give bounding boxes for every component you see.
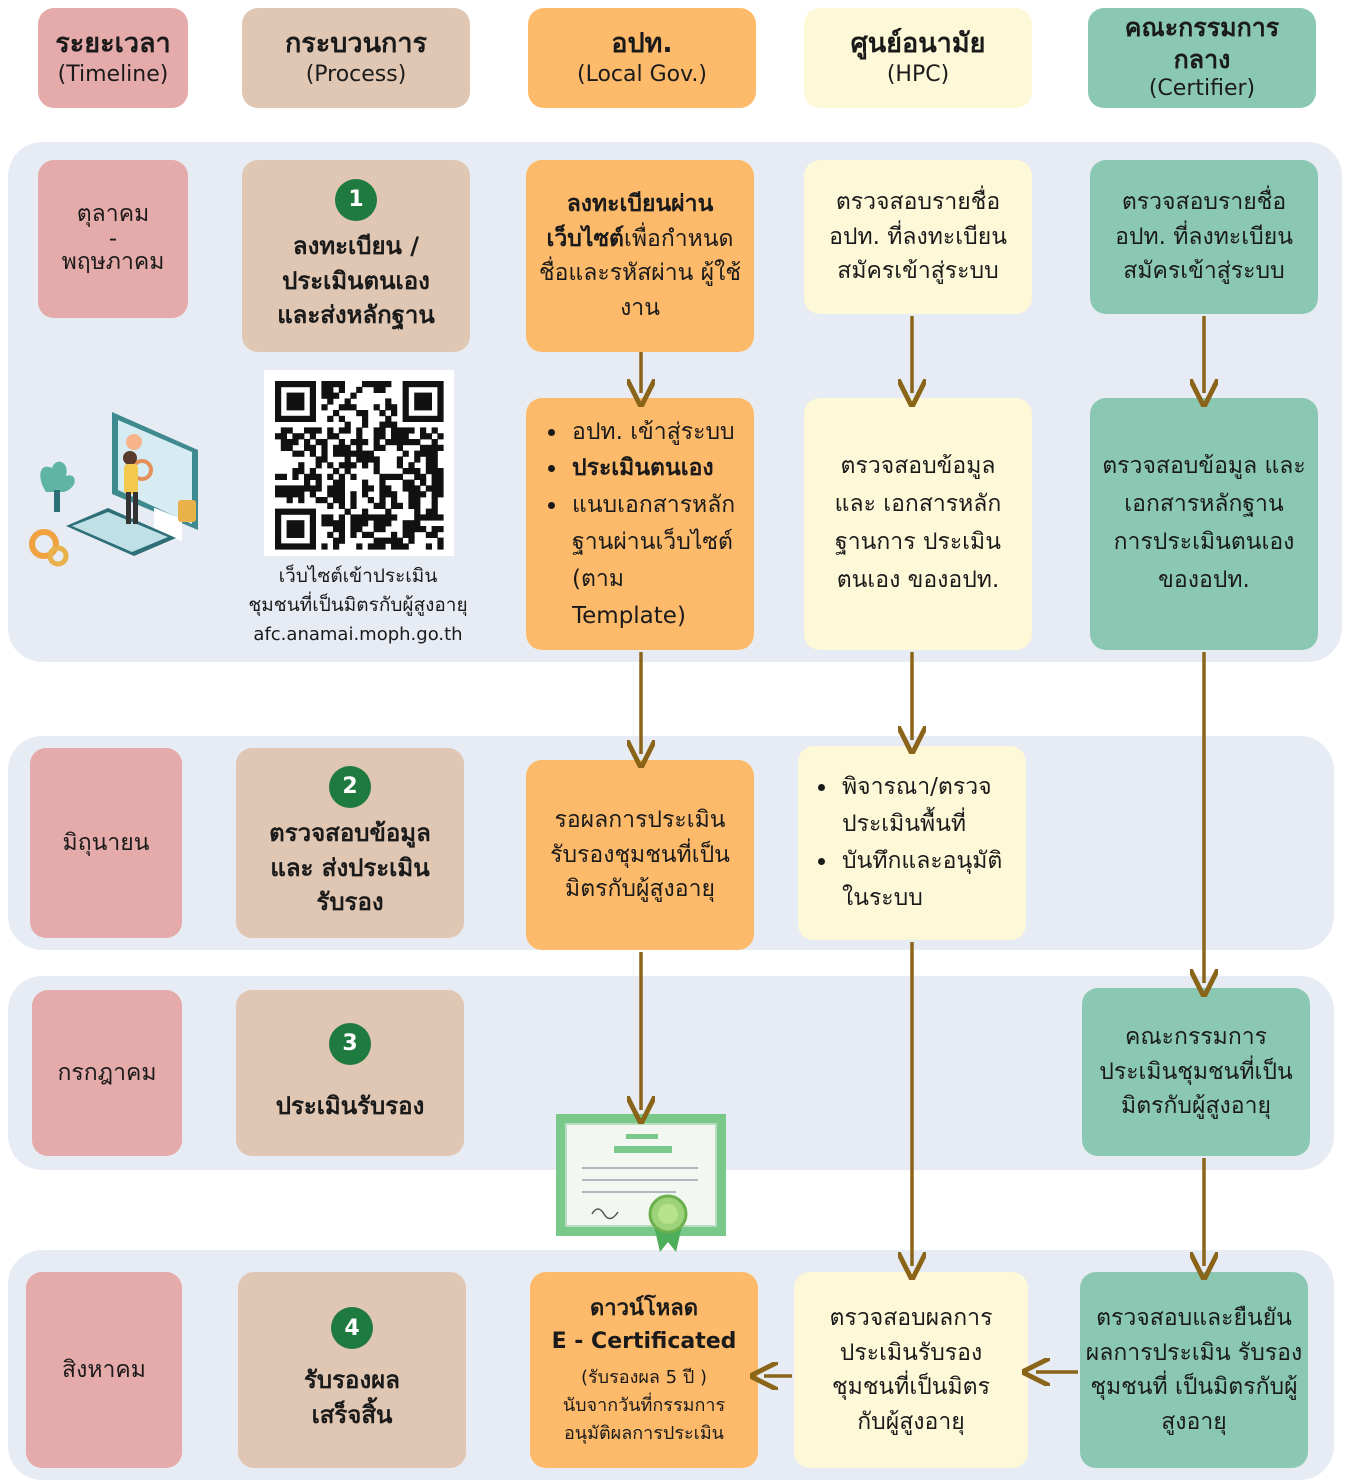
hpc-check-docs-text: ตรวจสอบข้อมูลและ เอกสารหลักฐานการ ประเมิ… xyxy=(834,453,1002,593)
certificate-icon xyxy=(556,1114,726,1252)
timeline-oct: ตุลาคม xyxy=(76,200,150,227)
timeline-july: กรกฎาคม xyxy=(32,990,182,1156)
qr-caption: เว็บไซต์เข้าประเมิน ชุมชนที่เป็นมิตรกับผ… xyxy=(222,562,494,649)
header-localgov-sub: (Local Gov.) xyxy=(577,61,707,87)
localgov-item-self-assess: ประเมินตนเอง xyxy=(568,450,742,487)
certifier-committee: คณะกรรมการ ประเมินชุมชนที่เป็น มิตรกับผู… xyxy=(1082,988,1310,1156)
qr-code-icon xyxy=(264,370,454,556)
computer-user-illustration-icon xyxy=(26,406,206,580)
certifier-committee-text: คณะกรรมการ ประเมินชุมชนที่เป็น มิตรกับผู… xyxy=(1099,1024,1293,1120)
step-2-badge: 2 xyxy=(329,765,371,808)
timeline-may: พฤษภาคม xyxy=(61,249,165,276)
header-timeline: ระยะเวลา (Timeline) xyxy=(38,8,188,108)
step-1-text: ลงทะเบียน / ประเมินตนเอง และส่งหลักฐาน xyxy=(277,231,435,330)
localgov-self-assess: อปท. เข้าสู่ระบบ ประเมินตนเอง แนบเอกสารห… xyxy=(526,398,754,650)
timeline-dash: - xyxy=(108,225,118,252)
hpc-check-list: ตรวจสอบรายชื่อ อปท. ที่ลงทะเบียน สมัครเข… xyxy=(804,160,1032,314)
process-step-3: 3 ประเมินรับรอง xyxy=(236,990,464,1156)
step-1-badge: 1 xyxy=(335,178,377,221)
step-3-badge: 3 xyxy=(329,1022,371,1065)
localgov-register-rest: เพื่อกำหนด ชื่อและรหัสผ่าน ผู้ใช้งาน xyxy=(539,225,741,321)
timeline-august: สิงหาคม xyxy=(26,1272,182,1468)
header-hpc-sub: (HPC) xyxy=(886,61,950,87)
ecert-title: E - Certificated xyxy=(551,1329,737,1355)
localgov-register-bold: ลงทะเบียนผ่าน เว็บไซต์ xyxy=(546,191,714,252)
header-certifier: คณะกรรมการกลาง (Certifier) xyxy=(1088,8,1316,108)
hpc-verify-result: ตรวจสอบผลการ ประเมินรับรอง ชุมชนที่เป็นม… xyxy=(794,1272,1028,1468)
localgov-wait-result-text: รอผลการประเมิน รับรองชุมชนที่เป็น มิตรกั… xyxy=(550,807,730,903)
header-hpc: ศูนย์อนามัย (HPC) xyxy=(804,8,1032,108)
header-certifier-title: คณะกรรมการกลาง xyxy=(1124,13,1280,74)
header-timeline-sub: (Timeline) xyxy=(57,61,169,87)
hpc-check-list-text: ตรวจสอบรายชื่อ อปท. ที่ลงทะเบียน สมัครเข… xyxy=(829,189,1007,285)
process-step-4: 4 รับรองผล เสร็จสิ้น xyxy=(238,1272,466,1468)
header-timeline-title: ระยะเวลา xyxy=(55,27,171,59)
cert-approve-note: อนุมัติผลการประเมิน xyxy=(563,1422,724,1444)
header-hpc-title: ศูนย์อนามัย xyxy=(850,27,986,59)
header-localgov-title: อปท. xyxy=(611,27,673,59)
timeline-june-label: มิถุนายน xyxy=(62,829,150,856)
hpc-consider: พิจารณา/ตรวจ ประเมินพื้นที่ บันทึกและอนุ… xyxy=(798,746,1026,940)
step-3-text: ประเมินรับรอง xyxy=(275,1091,425,1120)
timeline-july-label: กรกฎาคม xyxy=(57,1059,157,1086)
localgov-register-text: ลงทะเบียนผ่าน เว็บไซต์เพื่อกำหนด ชื่อและ… xyxy=(536,187,744,325)
hpc-item-inspect: พิจารณา/ตรวจ ประเมินพื้นที่ xyxy=(838,769,1018,843)
localgov-self-assess-list: อปท. เข้าสู่ระบบ ประเมินตนเอง แนบเอกสารห… xyxy=(542,414,742,635)
header-localgov: อปท. (Local Gov.) xyxy=(528,8,756,108)
certifier-confirm-text: ตรวจสอบและยืนยัน ผลการประเมิน รับรองชุมช… xyxy=(1085,1305,1303,1435)
process-step-1: 1 ลงทะเบียน / ประเมินตนเอง และส่งหลักฐาน xyxy=(242,160,470,352)
certifier-check-list: ตรวจสอบรายชื่อ อปท. ที่ลงทะเบียน สมัครเข… xyxy=(1090,160,1318,314)
cert-valid-note: (รับรองผล 5 ปี ) xyxy=(580,1367,708,1389)
timeline-june: มิถุนายน xyxy=(30,748,182,938)
step-4-badge: 4 xyxy=(331,1307,373,1350)
localgov-register: ลงทะเบียนผ่าน เว็บไซต์เพื่อกำหนด ชื่อและ… xyxy=(526,160,754,352)
localgov-item-attach: แนบเอกสารหลัก ฐานผ่านเว็บไซต์ (ตาม Templ… xyxy=(568,487,742,634)
hpc-item-approve: บันทึกและอนุมัติ ในระบบ xyxy=(838,843,1018,917)
certifier-check-docs-text: ตรวจสอบข้อมูล และเอกสารหลักฐาน การประเมิ… xyxy=(1102,453,1306,593)
localgov-wait-result: รอผลการประเมิน รับรองชุมชนที่เป็น มิตรกั… xyxy=(526,760,754,950)
step-2-text: ตรวจสอบข้อมูล และ ส่งประเมิน รับรอง xyxy=(269,818,431,917)
localgov-download-cert: ดาวน์โหลด E - Certificated (รับรองผล 5 ป… xyxy=(530,1272,758,1468)
localgov-item-login: อปท. เข้าสู่ระบบ xyxy=(568,414,742,451)
header-process-title: กระบวนการ xyxy=(284,27,428,59)
step-4-text: รับรองผล เสร็จสิ้น xyxy=(304,1366,400,1429)
header-process-sub: (Process) xyxy=(305,61,407,87)
header-process: กระบวนการ (Process) xyxy=(242,8,470,108)
timeline-oct-may: ตุลาคม - พฤษภาคม xyxy=(38,160,188,318)
cert-count-note: นับจากวันที่กรรมการ xyxy=(562,1395,726,1417)
qr-caption-line1: เว็บไซต์เข้าประเมิน xyxy=(278,565,438,587)
process-step-2: 2 ตรวจสอบข้อมูล และ ส่งประเมิน รับรอง xyxy=(236,748,464,938)
hpc-check-docs: ตรวจสอบข้อมูลและ เอกสารหลักฐานการ ประเมิ… xyxy=(804,398,1032,650)
certifier-check-docs: ตรวจสอบข้อมูล และเอกสารหลักฐาน การประเมิ… xyxy=(1090,398,1318,650)
certifier-confirm: ตรวจสอบและยืนยัน ผลการประเมิน รับรองชุมช… xyxy=(1080,1272,1308,1468)
header-certifier-sub: (Certifier) xyxy=(1148,75,1256,101)
certifier-check-list-text: ตรวจสอบรายชื่อ อปท. ที่ลงทะเบียน สมัครเข… xyxy=(1115,189,1293,285)
timeline-august-label: สิงหาคม xyxy=(62,1356,146,1383)
qr-url[interactable]: afc.anamai.moph.go.th xyxy=(253,623,463,645)
hpc-consider-list: พิจารณา/ตรวจ ประเมินพื้นที่ บันทึกและอนุ… xyxy=(812,769,1018,916)
hpc-verify-result-text: ตรวจสอบผลการ ประเมินรับรอง ชุมชนที่เป็นม… xyxy=(829,1305,993,1435)
download-title: ดาวน์โหลด xyxy=(589,1296,699,1322)
qr-caption-line2: ชุมชนที่เป็นมิตรกับผู้สูงอายุ xyxy=(248,594,468,617)
